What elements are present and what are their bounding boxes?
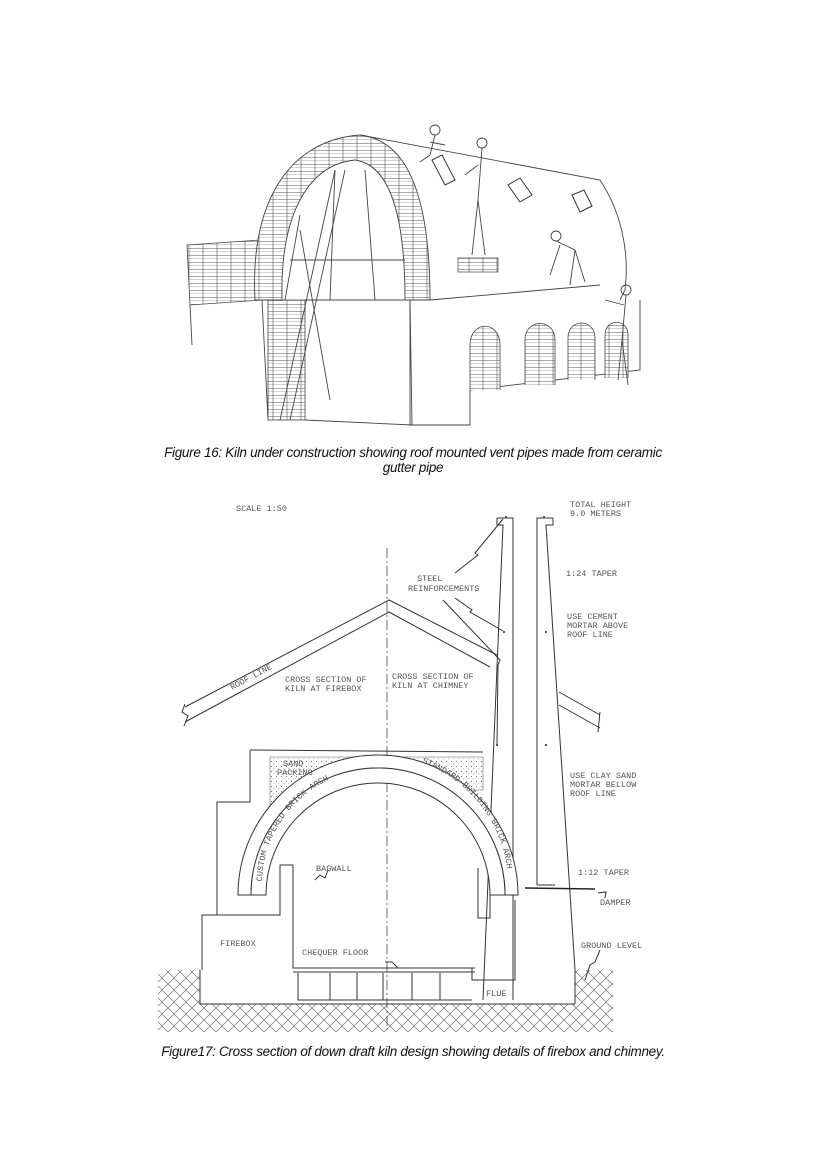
scale-label: SCALE 1:50: [236, 504, 287, 514]
damper-label: DAMPER: [600, 898, 631, 908]
roof-line-shape: [181, 599, 601, 733]
firebox-section-label-2: KILN AT FIREBOX: [285, 684, 362, 694]
total-height-label: TOTAL HEIGHT: [570, 500, 631, 510]
clay-label-1: USE CLAY SAND: [570, 771, 636, 781]
firebox-label: FIREBOX: [220, 939, 256, 949]
vent-pipes: [431, 154, 593, 213]
reinforcements-label: REINFORCEMENTS: [408, 584, 479, 594]
firebox-section-label-1: CROSS SECTION OF: [285, 675, 367, 685]
taper-bottom-label: 1:12 TAPER: [578, 868, 629, 878]
chequer-floor: [293, 971, 475, 1001]
flue-label: FLUE: [486, 989, 506, 999]
cement-label-2: MORTAR ABOVE: [567, 621, 628, 631]
clay-label-2: MORTAR BELLOW: [570, 780, 637, 790]
brick-stack: [457, 257, 499, 273]
packing-label: PACKING: [277, 768, 313, 778]
figure-16-caption-line-2: gutter pipe: [382, 460, 444, 475]
chimney-section-label-1: CROSS SECTION OF: [392, 672, 474, 682]
damper: [524, 887, 596, 890]
figure-16-illustration: [186, 124, 641, 426]
kiln-body: [199, 749, 575, 1005]
taper-top-label: 1:24 TAPER: [566, 569, 617, 579]
chimney: [482, 517, 576, 1004]
cement-label-1: USE CEMENT: [567, 612, 618, 622]
steel-reinforcement-marks: [496, 516, 547, 746]
steel-label: STEEL: [417, 574, 443, 584]
ground-level-label: GROUND LEVEL: [581, 941, 642, 951]
figure-16-caption-line-1: Figure 16: Kiln under construction showi…: [164, 445, 662, 460]
clay-label-3: ROOF LINE: [570, 789, 616, 799]
label-leaders: [314, 869, 607, 981]
cement-label-3: ROOF LINE: [567, 630, 613, 640]
total-height-value: 9.0 METERS: [570, 509, 621, 519]
figure-17-caption: Figure17: Cross section of down draft ki…: [161, 1044, 665, 1059]
figure-16-caption: Figure 16: Kiln under construction showi…: [0, 445, 826, 475]
reinforcement-leaders: [442, 518, 504, 745]
sand-label: SAND: [283, 759, 303, 769]
chimney-section-label-2: KILN AT CHIMNEY: [392, 681, 469, 691]
chequer-floor-label: CHEQUER FLOOR: [302, 948, 368, 958]
workers: [419, 124, 632, 386]
bagwall-label: BAGWALL: [316, 864, 352, 874]
kiln-sketch: [186, 124, 641, 426]
